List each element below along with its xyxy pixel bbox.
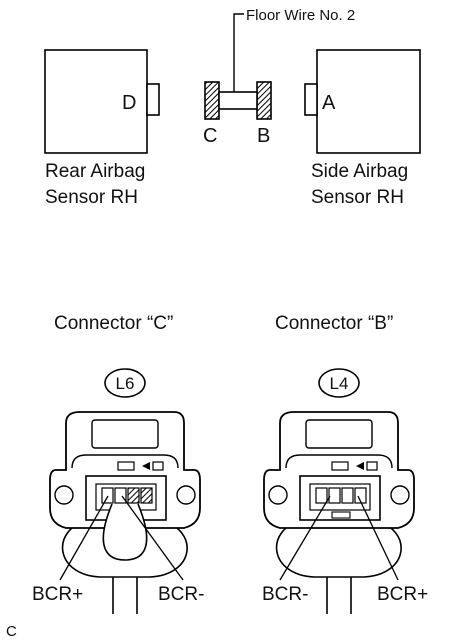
wire-end-c-label: C bbox=[203, 125, 217, 147]
connector-c-pin-left-label: BCR+ bbox=[32, 584, 83, 605]
side-sensor-name-line1: Side Airbag bbox=[311, 161, 408, 182]
connector-c-title: Connector “C” bbox=[54, 313, 173, 334]
wire-end-c bbox=[204, 81, 220, 120]
connector-b-pin-right-label: BCR+ bbox=[377, 584, 428, 605]
floor-wire-leader bbox=[233, 13, 244, 96]
floor-wire-callout: Floor Wire No. 2 bbox=[233, 7, 355, 96]
rear-sensor-name-line1: Rear Airbag bbox=[45, 161, 145, 182]
wire-body bbox=[218, 91, 258, 110]
connector-b-code-oval bbox=[318, 368, 360, 398]
floor-wire-label: Floor Wire No. 2 bbox=[246, 7, 355, 24]
floor-wire-harness: C B bbox=[203, 81, 272, 147]
connector-b-code: L4 bbox=[330, 374, 349, 393]
wire-end-b bbox=[256, 81, 272, 120]
connector-c-pin-2 bbox=[114, 487, 127, 504]
connector-c-clip-left bbox=[54, 485, 74, 505]
connector-c-pin-1 bbox=[101, 487, 114, 504]
rear-sensor-pin-label: D bbox=[122, 92, 136, 114]
connector-c: Connector “C” L6 BCR+ BCR- bbox=[32, 313, 204, 614]
connector-b-leader-left bbox=[279, 495, 331, 581]
connector-c-pin-4 bbox=[140, 487, 153, 504]
rear-sensor-connector-tab bbox=[146, 83, 160, 116]
rear-airbag-sensor-box: D bbox=[44, 49, 160, 154]
figure-code: C bbox=[6, 623, 17, 640]
connector-c-code: L6 bbox=[116, 374, 135, 393]
connector-c-pin-right-label: BCR- bbox=[158, 584, 204, 605]
connector-b-lock bbox=[305, 419, 373, 449]
connector-b-pin-1 bbox=[315, 487, 328, 504]
side-sensor-pin-label: A bbox=[322, 92, 336, 114]
connector-c-lock bbox=[91, 419, 159, 449]
connector-b-title: Connector “B” bbox=[275, 313, 393, 334]
connector-b-leader-right bbox=[357, 495, 399, 581]
connector-b: Connector “B” L4 BCR- BCR+ bbox=[262, 313, 428, 614]
connector-b-pin-4 bbox=[354, 487, 367, 504]
connector-b-clip-left bbox=[268, 485, 288, 505]
connector-b-pin-2 bbox=[328, 487, 341, 504]
side-sensor-connector-tab bbox=[304, 83, 318, 116]
connector-c-short-spring bbox=[102, 503, 148, 561]
connector-c-pin-3 bbox=[127, 487, 140, 504]
side-airbag-sensor-box: A bbox=[304, 49, 421, 154]
connector-c-code-oval bbox=[104, 368, 146, 398]
connector-c-leader-left bbox=[59, 495, 109, 581]
wire-end-b-label: B bbox=[257, 125, 270, 147]
connector-c-leader-right bbox=[121, 495, 184, 581]
connector-b-pin-3 bbox=[341, 487, 354, 504]
connector-b-clip-right bbox=[390, 485, 410, 505]
connector-b-pin-left-label: BCR- bbox=[262, 584, 308, 605]
side-sensor-name-line2: Sensor RH bbox=[311, 187, 404, 208]
connector-c-clip-right bbox=[176, 485, 196, 505]
rear-sensor-name-line2: Sensor RH bbox=[45, 187, 138, 208]
